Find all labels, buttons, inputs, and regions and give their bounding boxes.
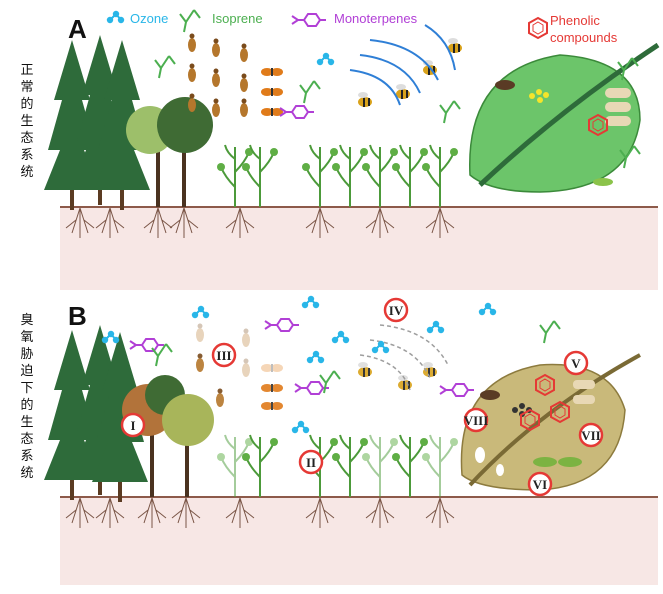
marker-viii: VIII <box>464 407 489 433</box>
marker-v: V <box>563 350 589 376</box>
panel-a-side-label: 正常的生态系统 <box>20 63 34 180</box>
svg-text:VII: VII <box>581 428 601 443</box>
damaged-leaf <box>460 353 641 491</box>
legend-phenolic-1: Phenolic <box>550 13 600 28</box>
isoprene-icon <box>179 9 201 33</box>
panel-a-letter: A <box>68 14 87 44</box>
marker-vi: VI <box>527 471 553 497</box>
legend: Ozone Isoprene Monoterpenes Phenolic com… <box>105 9 618 45</box>
svg-text:IV: IV <box>389 303 404 318</box>
marker-vii: VII <box>578 422 604 448</box>
marker-iii: III <box>211 342 237 368</box>
phenolic-icon <box>528 17 548 39</box>
insects <box>188 33 462 117</box>
legend-isoprene: Isoprene <box>212 11 263 26</box>
marker-i: I <box>120 412 146 438</box>
insects <box>196 323 437 410</box>
legend-phenolic-2: compounds <box>550 30 618 45</box>
ozone-icon <box>105 9 126 25</box>
marker-iv: IV <box>383 297 409 323</box>
svg-text:VI: VI <box>533 477 547 492</box>
svg-text:VIII: VIII <box>464 413 489 428</box>
panel-a: A Ozone Isoprene Monoterpenes Phenolic c… <box>44 9 660 290</box>
scent-waves <box>349 24 456 106</box>
svg-text:III: III <box>216 348 231 363</box>
herbs <box>216 434 459 498</box>
healthy-leaf <box>469 42 660 193</box>
herbs <box>216 144 459 208</box>
panel-b-side-label: 臭氧胁迫下的生态系统 <box>20 313 34 481</box>
legend-monoterpenes: Monoterpenes <box>334 11 418 26</box>
marker-ii: II <box>298 449 324 475</box>
svg-text:V: V <box>571 356 581 371</box>
legend-ozone: Ozone <box>130 11 168 26</box>
deciduous-trees <box>126 97 213 207</box>
svg-text:II: II <box>306 455 316 470</box>
soil <box>60 497 658 585</box>
panel-b-letter: B <box>68 301 87 331</box>
disrupted-scent-waves <box>359 324 449 391</box>
monoterpene-icon <box>291 13 327 27</box>
svg-text:I: I <box>130 418 135 433</box>
panel-b: B I II <box>44 294 658 585</box>
soil <box>60 207 658 290</box>
